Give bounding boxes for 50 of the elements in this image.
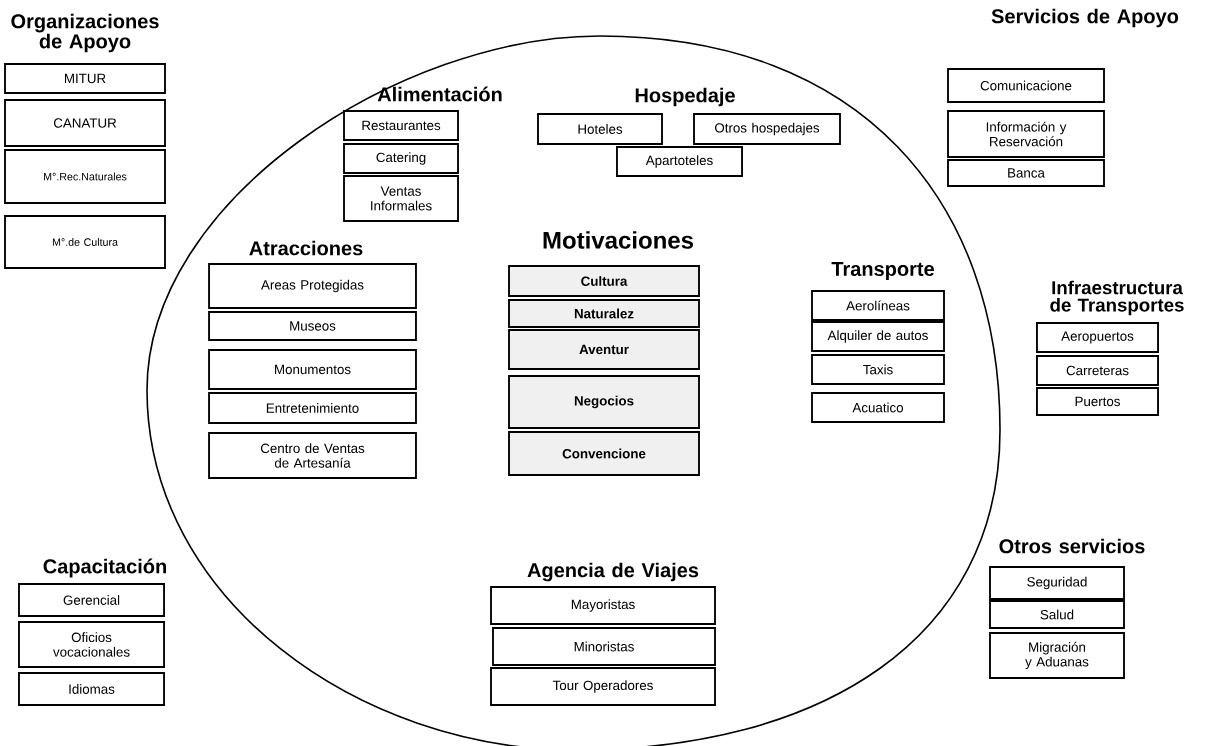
- group-heading: Transporte: [831, 262, 934, 280]
- item-box: MITUR: [4, 63, 166, 94]
- item-box: Taxis: [811, 354, 945, 385]
- motivation-box: Aventur: [508, 329, 700, 370]
- group-heading: Motivaciones: [543, 231, 694, 249]
- item-box: Mayoristas: [490, 586, 716, 625]
- item-box: Aeropuertos: [1036, 322, 1159, 353]
- motivation-box: Convencione: [508, 431, 700, 476]
- item-box: CANATUR: [4, 99, 166, 147]
- item-box: Información y Reservación: [947, 110, 1105, 158]
- item-box: Carreteras: [1036, 355, 1159, 386]
- item-box: Seguridad: [989, 566, 1125, 600]
- item-box: Ventas Informales: [343, 175, 459, 222]
- group-heading: Otros servicios: [999, 538, 1145, 554]
- item-box: Puertos: [1036, 387, 1159, 416]
- group-heading: Capacitación: [43, 558, 166, 578]
- item-box: Idiomas: [18, 672, 165, 706]
- item-box: Salud: [989, 600, 1125, 629]
- group-heading: Atracciones: [249, 240, 363, 256]
- item-box: Acuatico: [811, 392, 945, 423]
- item-box: Minoristas: [492, 627, 716, 666]
- item-box: M°.de Cultura: [4, 215, 166, 269]
- item-box: M°.Rec.Naturales: [4, 149, 166, 204]
- group-heading: Infraestructura de Transportes: [1050, 280, 1184, 316]
- group-heading: Agencia de Viajes: [527, 562, 699, 582]
- item-box: Entretenimiento: [208, 392, 417, 424]
- group-heading: Organizaciones de Apoyo: [11, 13, 159, 53]
- item-box: Tour Operadores: [490, 667, 716, 706]
- group-heading: Servicios de Apoyo: [991, 8, 1179, 28]
- group-heading: Hospedaje: [635, 87, 735, 107]
- item-box: Alquiler de autos: [811, 321, 945, 352]
- item-box: Comunicacione: [947, 68, 1105, 103]
- item-box: Otros hospedajes: [693, 113, 841, 145]
- item-box: Centro de Ventas de Artesanía: [208, 432, 417, 479]
- item-box: Migración y Aduanas: [989, 632, 1125, 679]
- item-box: Monumentos: [208, 349, 417, 390]
- motivation-box: Naturalez: [508, 299, 700, 328]
- item-box: Banca: [947, 159, 1105, 187]
- item-box: Catering: [343, 143, 459, 174]
- item-box: Areas Protegidas: [208, 263, 417, 309]
- item-box: Restaurantes: [343, 110, 459, 141]
- item-box: Hoteles: [537, 113, 663, 145]
- motivation-box: Negocios: [508, 375, 700, 429]
- item-box: Museos: [208, 311, 417, 341]
- item-box: Oficios vocacionales: [18, 621, 165, 668]
- motivation-box: Cultura: [508, 265, 700, 297]
- group-heading: Alimentación: [377, 86, 502, 102]
- item-box: Aerolíneas: [811, 290, 945, 321]
- item-box: Gerencial: [18, 583, 165, 617]
- item-box: Apartoteles: [616, 146, 743, 177]
